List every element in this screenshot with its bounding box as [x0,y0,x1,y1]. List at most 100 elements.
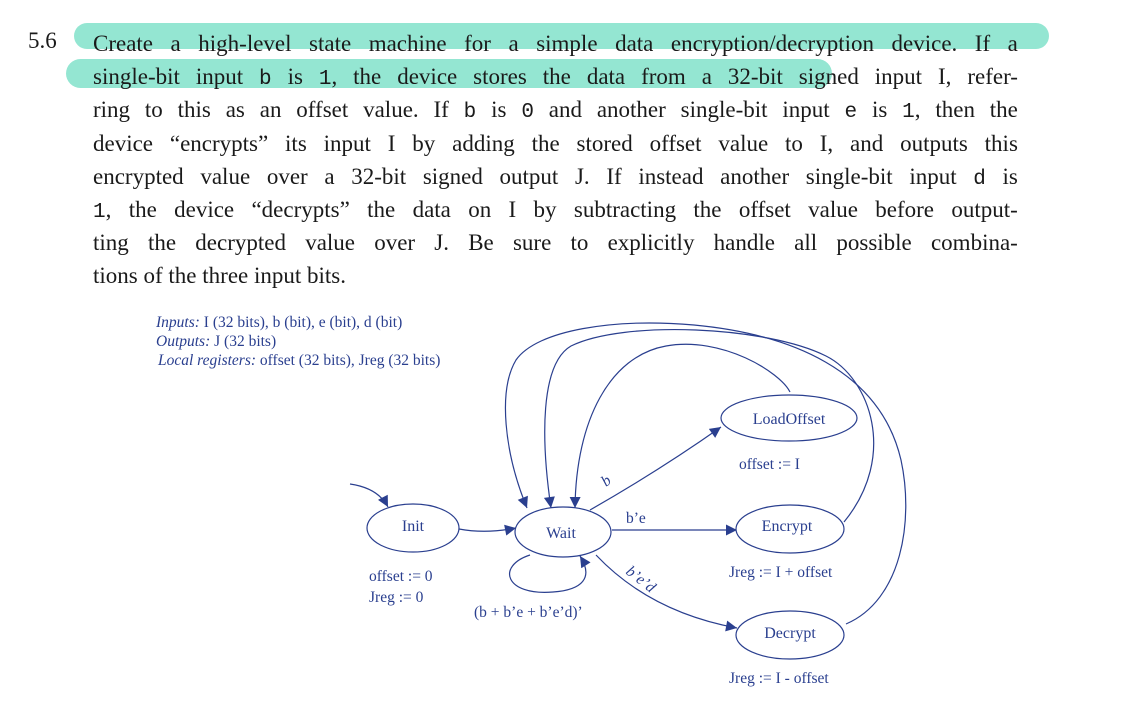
init-to-wait-arrow [458,524,517,536]
problem-word: data [586,64,626,90]
problem-word: 1, [902,97,921,125]
problem-word: encryption/decryption [670,31,874,56]
state-decrypt-label: Decrypt [764,625,816,642]
state-wait-label: Wait [546,525,576,542]
problem-word: J. [434,230,449,256]
condition-encrypt-label: b’e [626,510,646,527]
problem-word: an [259,97,282,123]
problem-word: refer- [967,64,1018,90]
init-action-jreg: Jreg := 0 [369,589,424,606]
problem-word: value [305,230,355,256]
problem-word: J. [574,163,590,189]
encrypt-action: Jreg := I + offset [729,564,833,581]
problem-word: decrypted [195,230,286,256]
problem-word: 1, [318,64,338,92]
state-loadoffset-label: LoadOffset [753,411,826,428]
problem-word: the [147,230,177,256]
problem-word: a [1007,31,1018,56]
problem-word: the [531,130,560,156]
problem-word: adding [452,130,515,156]
problem-word: over [374,230,416,256]
problem-word: simple [536,31,598,56]
decrypt-action: Jreg := I - offset [729,670,829,687]
problem-word: all [794,230,818,256]
problem-word: input [909,163,957,189]
problem-word: If [606,163,622,189]
problem-word: output [499,163,559,189]
state-loadoffset-node [720,394,858,442]
state-decrypt-node [735,610,845,660]
problem-word: stored [576,130,633,156]
problem-word: d [973,167,986,191]
problem-word: and [548,97,582,123]
problem-word: over [266,163,308,189]
problem-word: to [785,130,803,156]
problem-word: encrypted [93,163,184,189]
state-init-node [366,503,460,553]
inputs-line: Inputs: I (32 bits), b (bit), e (bit), d… [155,314,402,331]
problem-word: possible [836,230,912,256]
problem-word: its [285,130,307,156]
problem-word: b [463,101,477,125]
problem-number: 5.6 [28,28,57,53]
init-action-offset: offset := 0 [369,568,433,585]
problem-word: the [542,64,571,90]
problem-word: three [202,263,249,289]
problem-word: before [875,196,935,222]
problem-word: state [309,31,352,56]
problem-word: by [533,196,557,222]
problem-word: high-level [198,31,292,56]
problem-word: I [387,130,396,156]
problem-word: ting [93,230,129,256]
wait-to-decrypt-arrow [595,554,738,632]
problem-word: e [844,101,858,125]
problem-word: the [128,196,157,222]
problem-word: is [491,97,507,123]
problem-word: the [353,64,382,90]
outputs-line: Outputs: J (32 bits) [156,333,276,350]
problem-word: value [200,163,251,189]
self-loop-condition-label: (b + b’e + b’e’d)’ [474,604,583,621]
problem-word: tions [93,263,138,289]
initial-arrow [349,483,389,508]
highlight-line-1 [74,23,1049,49]
loadoffset-return-arrow [569,343,791,509]
problem-word: 32-bit [351,163,407,189]
problem-word: device. [891,31,958,56]
condition-b-label: b [598,472,615,490]
problem-word: the [693,196,722,222]
local-registers-line: Local registers: offset (32 bits), Jreg … [157,352,440,369]
problem-word: explicitly [607,230,695,256]
decrypt-return-arrow [504,322,907,625]
problem-word: offset [738,196,791,222]
problem-word: a [324,163,335,189]
problem-word: 32-bit [727,64,783,90]
problem-word: b [259,68,272,92]
problem-word: If [433,97,449,123]
problem-word: a [701,64,712,90]
problem-word: Be [468,230,494,256]
problem-word: to [570,230,589,256]
problem-word: data [615,31,654,56]
state-wait-node [514,506,612,558]
problem-word: handle [713,230,775,256]
problem-word: the [367,196,396,222]
problem-word: single-bit [93,64,180,90]
problem-word: stores [473,64,527,90]
problem-word: of [143,263,163,289]
state-init-label: Init [402,518,425,535]
problem-word: combina- [930,230,1018,256]
problem-word: outputs [900,130,968,156]
problem-word: as [225,97,245,123]
problem-word: the [168,263,197,289]
problem-word: then [935,97,975,123]
problem-word: ring [93,97,131,123]
